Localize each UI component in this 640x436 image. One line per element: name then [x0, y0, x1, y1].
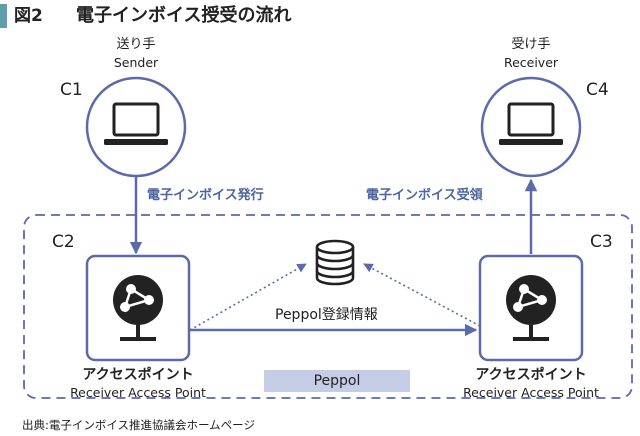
laptop-icon: [104, 102, 168, 145]
title-accent-bar: [0, 4, 7, 28]
peppol-network-label: Peppol: [264, 370, 410, 392]
access-point-right: [478, 254, 584, 362]
sender-label-ja: 送り手: [116, 37, 156, 52]
figure-title: 電子インボイス授受の流れ: [76, 5, 292, 26]
figure-number: 図2: [14, 6, 43, 26]
sender-label-en: Sender: [113, 55, 159, 70]
network-node-icon: [113, 275, 163, 341]
ap-right-label-en: Receiver Access Point: [463, 385, 599, 400]
access-point-left: [85, 254, 191, 362]
ap-left-label-ja: アクセスポイント: [82, 367, 194, 383]
peppol-network-boundary: [23, 214, 633, 399]
laptop-icon: [499, 102, 563, 145]
receiver-label-en: Receiver: [503, 55, 559, 70]
receiver-label-ja: 受け手: [511, 37, 551, 52]
receiver-node: [480, 76, 582, 178]
c1-label: C1: [60, 80, 83, 100]
issue-flow-label: 電子インボイス発行: [147, 188, 264, 203]
peppol-message-label: Peppol登録情報: [275, 307, 378, 323]
receive-flow-label: 電子インボイス受領: [366, 188, 483, 203]
ap-right-label-ja: アクセスポイント: [475, 367, 587, 383]
lookup-arrow-left: [189, 263, 307, 331]
network-node-icon: [506, 275, 556, 341]
lookup-arrow-right: [363, 263, 481, 327]
c3-label: C3: [590, 232, 613, 252]
source-note: 出典:電子インボイス推進協議会ホームページ: [22, 418, 255, 432]
ap-left-label-en: Receiver Access Point: [70, 385, 206, 400]
sender-node: [85, 76, 187, 178]
c2-label: C2: [52, 232, 75, 252]
c4-label: C4: [586, 80, 609, 100]
database-icon: [315, 239, 355, 286]
